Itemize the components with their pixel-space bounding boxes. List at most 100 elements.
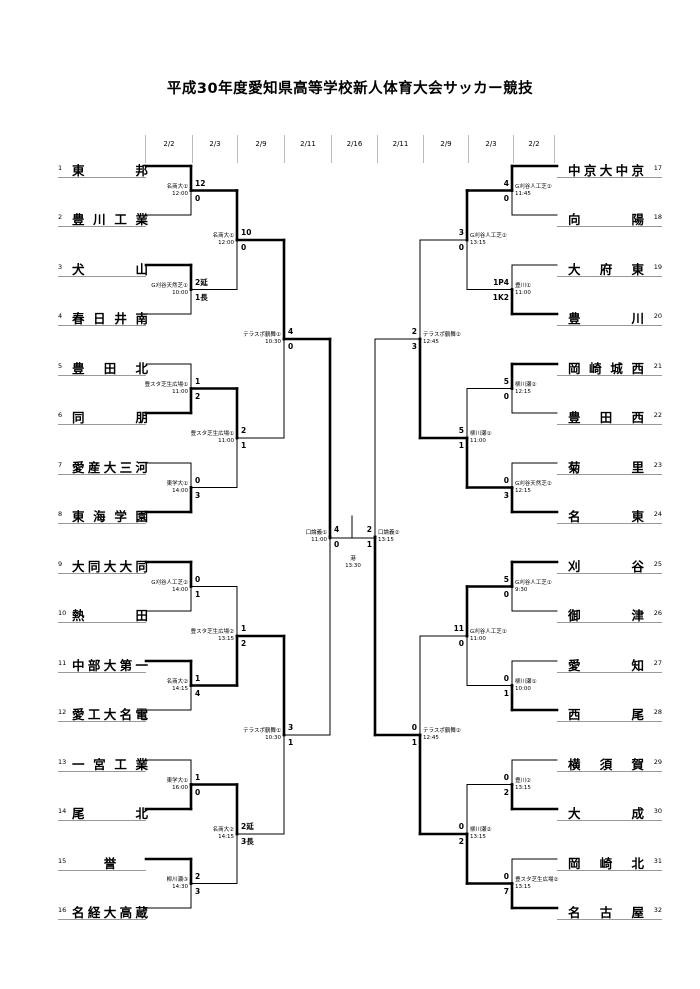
score: 0: [503, 673, 509, 683]
score: 0: [288, 342, 294, 351]
date-8: 2/3: [469, 135, 514, 163]
team-name: 名古屋: [568, 905, 644, 920]
score: 0: [503, 589, 509, 599]
score: 2: [366, 525, 372, 534]
score: 0: [503, 193, 509, 203]
team-name: 大成: [568, 806, 644, 821]
match-time: 13:15: [378, 537, 394, 543]
match-time: 16:00: [172, 784, 188, 791]
score: 3: [458, 228, 464, 237]
team-number: 19: [653, 263, 662, 271]
venue-name: 港: [350, 556, 356, 562]
team-name: 愛産大三河: [72, 460, 148, 475]
venue-name: 豊スタ芝生広場①: [144, 381, 188, 388]
score: 1: [195, 589, 201, 599]
score: 11: [453, 624, 464, 633]
team-name: 東海学園: [72, 509, 148, 524]
score: 1: [503, 688, 509, 698]
score: 1: [366, 540, 372, 549]
score: 3: [195, 886, 201, 896]
team-name: 向陽: [568, 212, 644, 227]
score: 0: [458, 822, 464, 831]
team-name: 愛工大名電: [72, 707, 148, 722]
venue-name: 口論義①: [305, 530, 327, 536]
score: 1長: [195, 292, 208, 302]
team-number: 31: [653, 857, 662, 865]
venue-name: G刈谷人工芝②: [151, 579, 188, 586]
team-number: 28: [653, 708, 662, 716]
venue-name: テラスポ鶴舞②: [423, 728, 461, 734]
venue-name: 柳川瀬③: [166, 876, 188, 883]
match-time: 12:15: [515, 487, 531, 494]
score: 1: [195, 772, 201, 782]
score: 7: [503, 886, 509, 896]
score: 0: [195, 475, 201, 485]
date-7: 2/9: [424, 135, 469, 163]
score: 1: [195, 673, 201, 683]
team-number: 26: [653, 609, 662, 617]
team-name: 豊田西: [568, 410, 644, 425]
team-number: 22: [653, 411, 662, 419]
venue-name: 豊スタ芝生広場①: [190, 431, 234, 437]
team-number: 27: [653, 659, 662, 667]
team-number: 32: [653, 906, 662, 914]
venue-name: 東学大①: [166, 480, 188, 487]
score: 12: [195, 178, 206, 188]
venue-name: テラスポ鶴舞①: [243, 728, 281, 734]
team-name: 岡崎城西: [568, 361, 644, 376]
venue-name: G刈谷人工芝②: [515, 183, 552, 190]
score: 1: [241, 441, 247, 450]
team-number: 20: [653, 312, 662, 320]
team-number: 9: [58, 560, 63, 568]
venue-name: G刈谷天然芝②: [515, 480, 552, 487]
match-time: 10:00: [515, 685, 531, 692]
venue-name: テラスポ鶴舞②: [423, 332, 461, 338]
team-number: 16: [58, 906, 67, 914]
score: 2延: [241, 822, 254, 831]
team-number: 17: [653, 164, 662, 172]
team-name: 名東: [568, 509, 644, 524]
score: 2延: [195, 277, 208, 287]
score: 0: [503, 772, 509, 782]
venue-name: 柳川瀬②: [470, 827, 492, 833]
match-time: 13:15: [218, 636, 234, 642]
match-time: 10:00: [172, 289, 188, 296]
score: 4: [503, 178, 509, 188]
score: 0: [195, 787, 201, 797]
match-time: 11:00: [218, 438, 234, 444]
venue-name: 口論義②: [378, 530, 400, 536]
team-number: 29: [653, 758, 662, 766]
date-1: 2/2: [145, 135, 193, 163]
team-number: 8: [58, 510, 63, 518]
